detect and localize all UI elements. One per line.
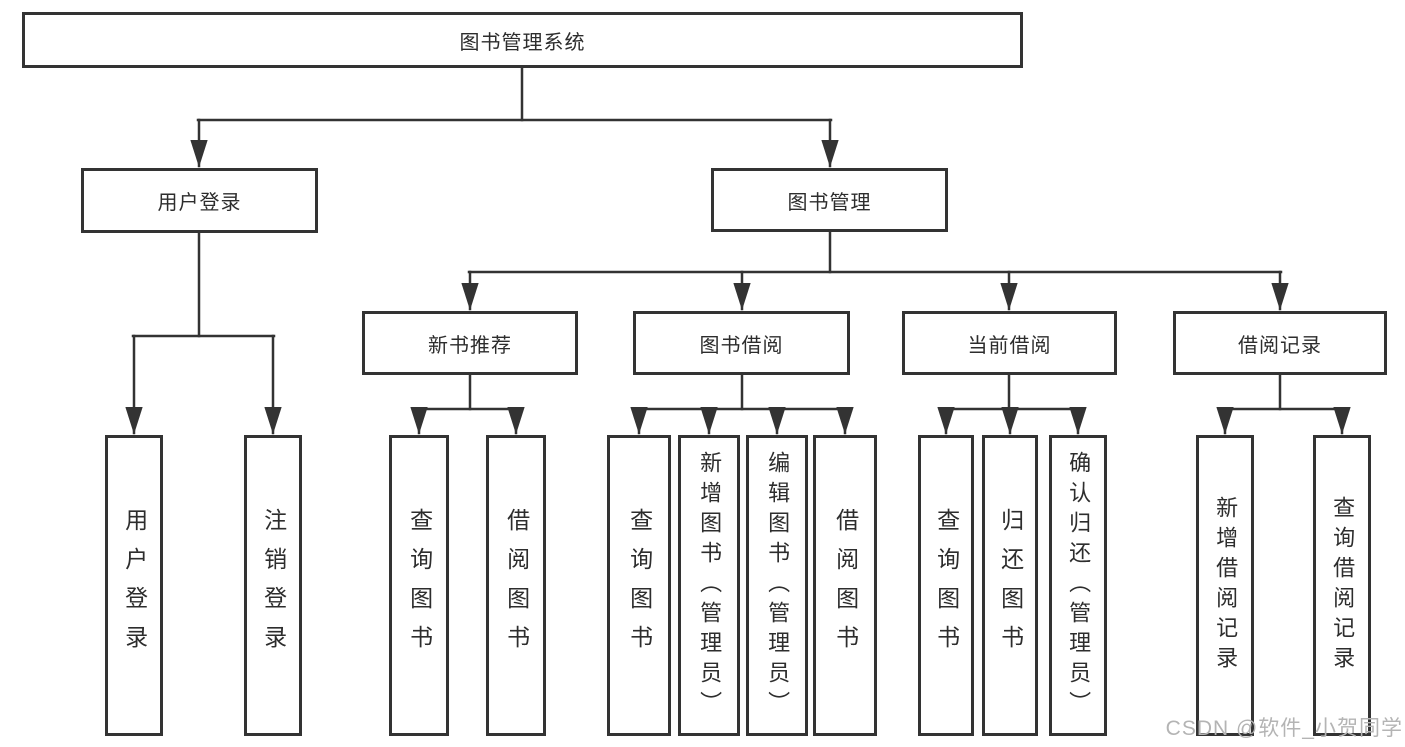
node-label: 查询图书 bbox=[406, 507, 433, 664]
node-user-login-leaf: 用户登录 bbox=[105, 435, 163, 736]
node-library-management-system: 图书管理系统 bbox=[22, 12, 1023, 68]
node-label: 借阅记录 bbox=[1238, 334, 1322, 357]
node-label: 当前借阅 bbox=[967, 334, 1052, 357]
node-label: 确认归还（管理员） bbox=[1066, 450, 1092, 721]
node-query-books-current: 查询图书 bbox=[918, 435, 974, 736]
node-book-management: 图书管理 bbox=[711, 168, 948, 232]
node-label: 新增图书（管理员） bbox=[697, 450, 723, 721]
node-label: 归还图书 bbox=[997, 507, 1024, 664]
node-logout: 注销登录 bbox=[244, 435, 302, 736]
node-query-books-recommendation: 查询图书 bbox=[389, 435, 449, 736]
node-label: 用户登录 bbox=[157, 192, 242, 214]
node-borrow-books-borrowing: 借阅图书 bbox=[813, 435, 877, 736]
node-label: 编辑图书（管理员） bbox=[765, 450, 791, 721]
node-add-borrow-record: 新增借阅记录 bbox=[1196, 435, 1254, 736]
node-query-borrow-record: 查询借阅记录 bbox=[1313, 435, 1371, 736]
node-new-book-recommendation: 新书推荐 bbox=[362, 311, 578, 375]
node-borrowing-records: 借阅记录 bbox=[1173, 311, 1387, 375]
node-label: 新书推荐 bbox=[428, 334, 512, 357]
node-label: 图书管理系统 bbox=[459, 31, 586, 54]
node-label: 图书借阅 bbox=[699, 334, 784, 357]
node-add-books-admin: 新增图书（管理员） bbox=[678, 435, 740, 736]
node-label: 新增借阅记录 bbox=[1213, 495, 1239, 676]
node-label: 查询图书 bbox=[626, 507, 653, 664]
node-borrow-books-recommendation: 借阅图书 bbox=[486, 435, 546, 736]
watermark: CSDN @软件_小贺同学 bbox=[1165, 717, 1403, 740]
node-user-login: 用户登录 bbox=[81, 168, 318, 233]
node-return-books: 归还图书 bbox=[982, 435, 1038, 736]
node-confirm-return-admin: 确认归还（管理员） bbox=[1049, 435, 1107, 736]
node-label: 查询借阅记录 bbox=[1330, 495, 1356, 676]
node-label: 借阅图书 bbox=[832, 507, 859, 664]
node-label: 借阅图书 bbox=[503, 507, 530, 664]
node-label: 查询图书 bbox=[933, 507, 960, 664]
node-edit-books-admin: 编辑图书（管理员） bbox=[746, 435, 808, 736]
node-label: 用户登录 bbox=[121, 507, 148, 664]
node-label: 注销登录 bbox=[260, 507, 287, 664]
node-query-books-borrowing: 查询图书 bbox=[607, 435, 671, 736]
node-current-borrowing: 当前借阅 bbox=[902, 311, 1117, 375]
node-label: 图书管理 bbox=[787, 191, 872, 214]
node-book-borrowing: 图书借阅 bbox=[633, 311, 850, 375]
